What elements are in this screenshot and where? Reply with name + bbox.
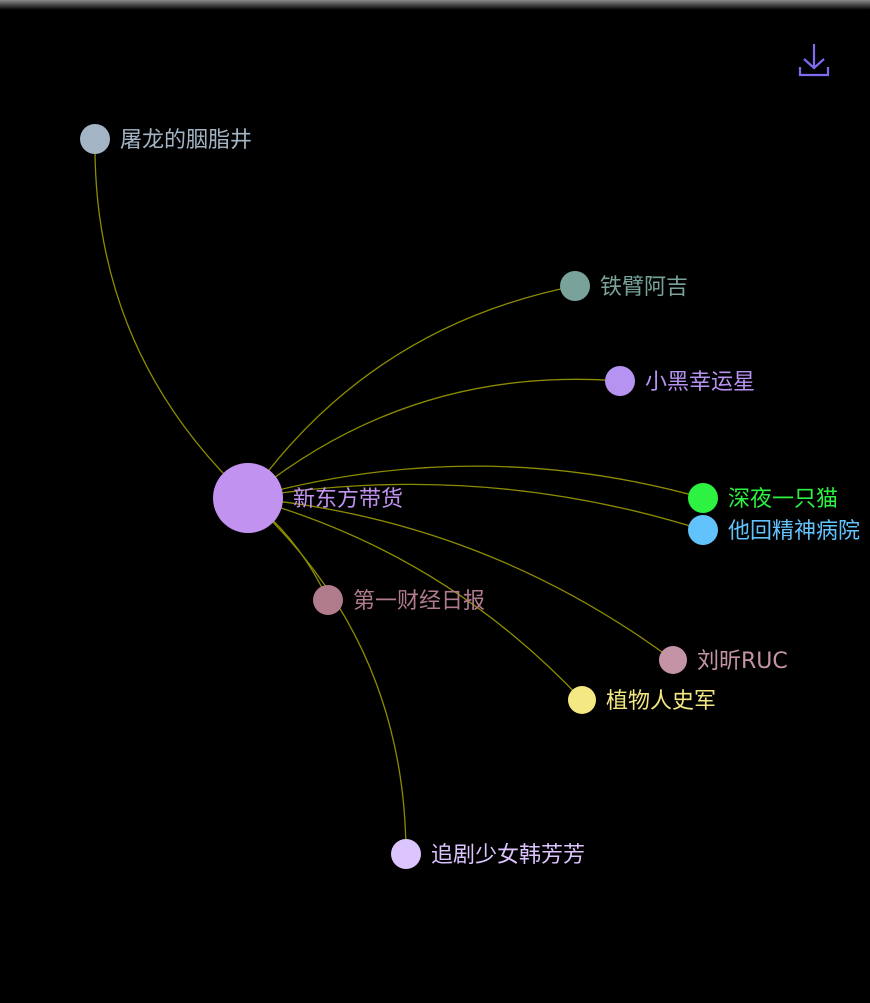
node-label: 深夜一只猫 bbox=[728, 487, 838, 512]
graph-node[interactable]: 追剧少女韩芳芳 bbox=[391, 839, 585, 869]
node-circle[interactable] bbox=[313, 585, 343, 615]
download-button[interactable] bbox=[796, 42, 832, 78]
node-circle[interactable] bbox=[213, 463, 283, 533]
edge-center-n7 bbox=[247, 497, 674, 661]
node-label: 铁臂阿吉 bbox=[600, 275, 688, 300]
graph-node[interactable]: 植物人史军 bbox=[568, 686, 716, 714]
node-label: 新东方带货 bbox=[293, 487, 403, 512]
node-circle[interactable] bbox=[560, 271, 590, 301]
nodes-layer: 新东方带货 屠龙的胭脂井铁臂阿吉小黑幸运星深夜一只猫他回精神病院第一财经日报刘昕R… bbox=[80, 124, 860, 869]
node-circle[interactable] bbox=[659, 646, 687, 674]
graph-node[interactable]: 铁臂阿吉 bbox=[560, 271, 688, 301]
node-label: 刘昕RUC bbox=[697, 649, 788, 674]
node-label: 第一财经日报 bbox=[353, 589, 485, 614]
node-circle[interactable] bbox=[688, 483, 718, 513]
download-icon bbox=[798, 44, 830, 77]
node-label: 他回精神病院 bbox=[728, 519, 860, 544]
graph-node[interactable]: 新东方带货 bbox=[213, 463, 403, 533]
edge-center-n9 bbox=[247, 497, 407, 855]
node-label: 小黑幸运星 bbox=[645, 370, 755, 395]
edge-center-n2 bbox=[247, 285, 576, 499]
node-circle[interactable] bbox=[688, 515, 718, 545]
edge-center-n8 bbox=[247, 497, 583, 701]
node-circle[interactable] bbox=[568, 686, 596, 714]
node-circle[interactable] bbox=[391, 839, 421, 869]
graph-node[interactable]: 深夜一只猫 bbox=[688, 483, 838, 513]
graph-node[interactable]: 屠龙的胭脂井 bbox=[80, 124, 252, 154]
graph-node[interactable]: 第一财经日报 bbox=[313, 585, 485, 615]
edge-center-n5 bbox=[247, 483, 704, 531]
graph-node[interactable]: 刘昕RUC bbox=[659, 646, 788, 674]
edge-center-n1 bbox=[94, 138, 249, 499]
node-circle[interactable] bbox=[605, 366, 635, 396]
edge-center-n3 bbox=[247, 378, 621, 499]
graph-node[interactable]: 小黑幸运星 bbox=[605, 366, 755, 396]
edge-center-n4 bbox=[247, 465, 704, 499]
window-top-edge bbox=[0, 0, 870, 10]
graph-node[interactable]: 他回精神病院 bbox=[688, 515, 860, 545]
node-label: 追剧少女韩芳芳 bbox=[431, 843, 585, 868]
node-label: 屠龙的胭脂井 bbox=[120, 128, 252, 153]
node-label: 植物人史军 bbox=[606, 689, 716, 714]
node-circle[interactable] bbox=[80, 124, 110, 154]
